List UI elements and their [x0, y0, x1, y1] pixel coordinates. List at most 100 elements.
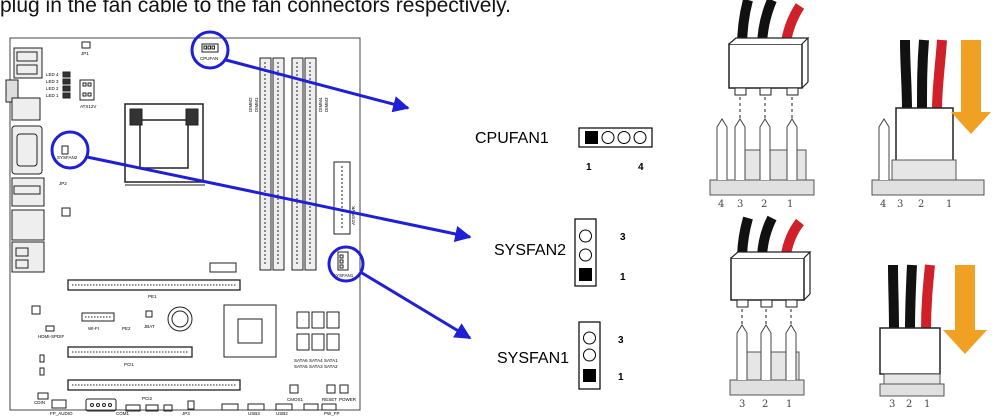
cmos-battery: [167, 306, 193, 332]
sysfan1-pin1-square: [583, 369, 596, 382]
board-cpufan-header: [201, 43, 219, 53]
label-usb2: USB2: [276, 411, 288, 416]
sysfan2-pin-bottom: 1: [620, 272, 626, 283]
sysfan2-pin-top: 3: [620, 232, 626, 243]
atx-power-connector: [333, 161, 351, 235]
plug-housing: [728, 43, 803, 89]
label-hdmi-spdif: HDMI-SPDIF: [38, 334, 64, 339]
label-atx12v: ATX12V: [80, 104, 96, 109]
label-sata6: SATA6: [294, 358, 308, 363]
label-cdin: CDIN: [34, 400, 45, 405]
sata-port-2: [326, 311, 340, 329]
wire-red-4: [921, 264, 935, 331]
sysfan1-label: SYSFAN1: [497, 350, 569, 367]
threepin-header-base: [729, 379, 805, 396]
pcie-slot-pe1: [67, 279, 241, 291]
sysfan1-pin-bottom: 1: [618, 372, 624, 383]
com1-header: [85, 398, 117, 412]
label-pe1: PE1: [148, 294, 157, 299]
sysfan2-highlight-circle: [50, 130, 90, 170]
sysfan1-pin-top: 3: [618, 335, 624, 346]
board-outline: [9, 37, 361, 411]
label-cpufan: CPUFAN: [200, 56, 218, 61]
sysfan1-arrow: [361, 271, 472, 340]
threepin-num-a: 3: [739, 399, 745, 410]
vga-port: [11, 125, 43, 175]
label-jp3: JP3: [182, 411, 190, 416]
label-reset: RESET: [322, 397, 337, 402]
power-button: [339, 384, 349, 394]
label-led3: LED 3: [46, 79, 59, 84]
label-led2: LED 2: [46, 86, 59, 91]
label-pci1: PCI1: [124, 362, 135, 367]
sysfan2-pin1-square: [579, 268, 592, 281]
label-dimm2: DIMM2: [248, 97, 253, 112]
label-cmos1: CMOS1: [287, 397, 304, 402]
label-sata5: SATA5: [294, 364, 308, 369]
label-sysfan2: SYSFAN2: [57, 155, 78, 160]
threepin-num-2c: 1: [924, 399, 930, 410]
motherboard: [5, 37, 361, 412]
cpufan1-pinout: CPUFAN1 1 4: [475, 127, 653, 173]
usb-ports: [11, 177, 45, 207]
usb-header-2: [247, 403, 265, 411]
fp-audio-header: [51, 399, 67, 409]
board-labels: JP1 CPUFAN LED 4 LED 3 LED 2 LED 1 ATX12…: [34, 51, 357, 416]
cpu-socket: [124, 103, 204, 183]
label-sata1: SATA1: [324, 358, 338, 363]
label-usb3: USB3: [248, 411, 260, 416]
cpufan-highlight-circle: [190, 30, 230, 70]
three-pin-inserted-illustration: 3 2 1: [879, 264, 987, 410]
three-pin-plug-housing: [730, 257, 805, 301]
sysfan2-pinout: SYSFAN2 3 1: [494, 218, 626, 287]
label-jp2: JP2: [59, 181, 67, 186]
insert-arrow-orange-2: [943, 265, 987, 354]
chipset: [223, 304, 277, 358]
label-sysfan1: SYSFAN1: [333, 273, 354, 278]
lan-port: [11, 209, 45, 241]
usb-header-3: [275, 403, 293, 411]
label-sata3: SATA3: [309, 364, 323, 369]
jp1-jumper: [81, 41, 91, 49]
three-pin-plug-illustration: 3 2 1: [729, 215, 812, 410]
pci-slot-1: [67, 346, 193, 358]
label-pw-fp: PW_FP: [324, 411, 340, 416]
label-wifi: WI-FI: [88, 326, 99, 331]
wire-black-3: [900, 39, 912, 111]
threepin-num-2b: 2: [906, 399, 912, 410]
sysfan1-board-header: [337, 251, 349, 271]
atx12v-header: [79, 79, 95, 101]
sata-port-3: [311, 333, 325, 351]
threepin-num-2a: 3: [889, 399, 895, 410]
label-dimm4: DIMM4: [318, 97, 323, 112]
cpufan1-pin-end: 4: [638, 162, 644, 173]
fourpin-num-2a: 4: [880, 199, 886, 210]
sysfan2-board-header: [61, 145, 69, 155]
label-dimm3: DIMM3: [324, 97, 329, 112]
label-jp1: JP1: [81, 51, 89, 56]
cpufan1-pin-start: 1: [586, 162, 592, 173]
label-led4: LED 4: [46, 72, 59, 77]
label-dimm1: DIMM1: [254, 97, 259, 112]
sata-port-1: [326, 333, 340, 351]
callouts: [50, 30, 472, 340]
label-fp-audio: FP_AUDIO: [50, 411, 73, 416]
label-com1: COM1: [116, 411, 129, 416]
label-pe2: PE2: [122, 326, 131, 331]
four-pin-plug-illustration: 4 3 2 1: [709, 0, 815, 210]
wire-black-7: [888, 264, 899, 331]
jbat-jumper: [145, 310, 153, 318]
wire-red-2: [932, 39, 947, 111]
threepin-num-c: 1: [786, 399, 792, 410]
front-panel-header: [321, 403, 337, 411]
sata-port-4: [296, 333, 310, 351]
label-led1: LED 1: [46, 93, 59, 98]
fourpin-num-2c: 2: [918, 199, 924, 210]
sata-port-6: [296, 311, 310, 329]
pcie-slot-pe2: [81, 312, 115, 322]
fourpin-num-2d: 1: [946, 199, 952, 210]
mount-hole: [61, 207, 71, 217]
sysfan2-arrow: [86, 155, 472, 243]
heading-text: plug in the fan cable to the fan connect…: [0, 0, 511, 17]
